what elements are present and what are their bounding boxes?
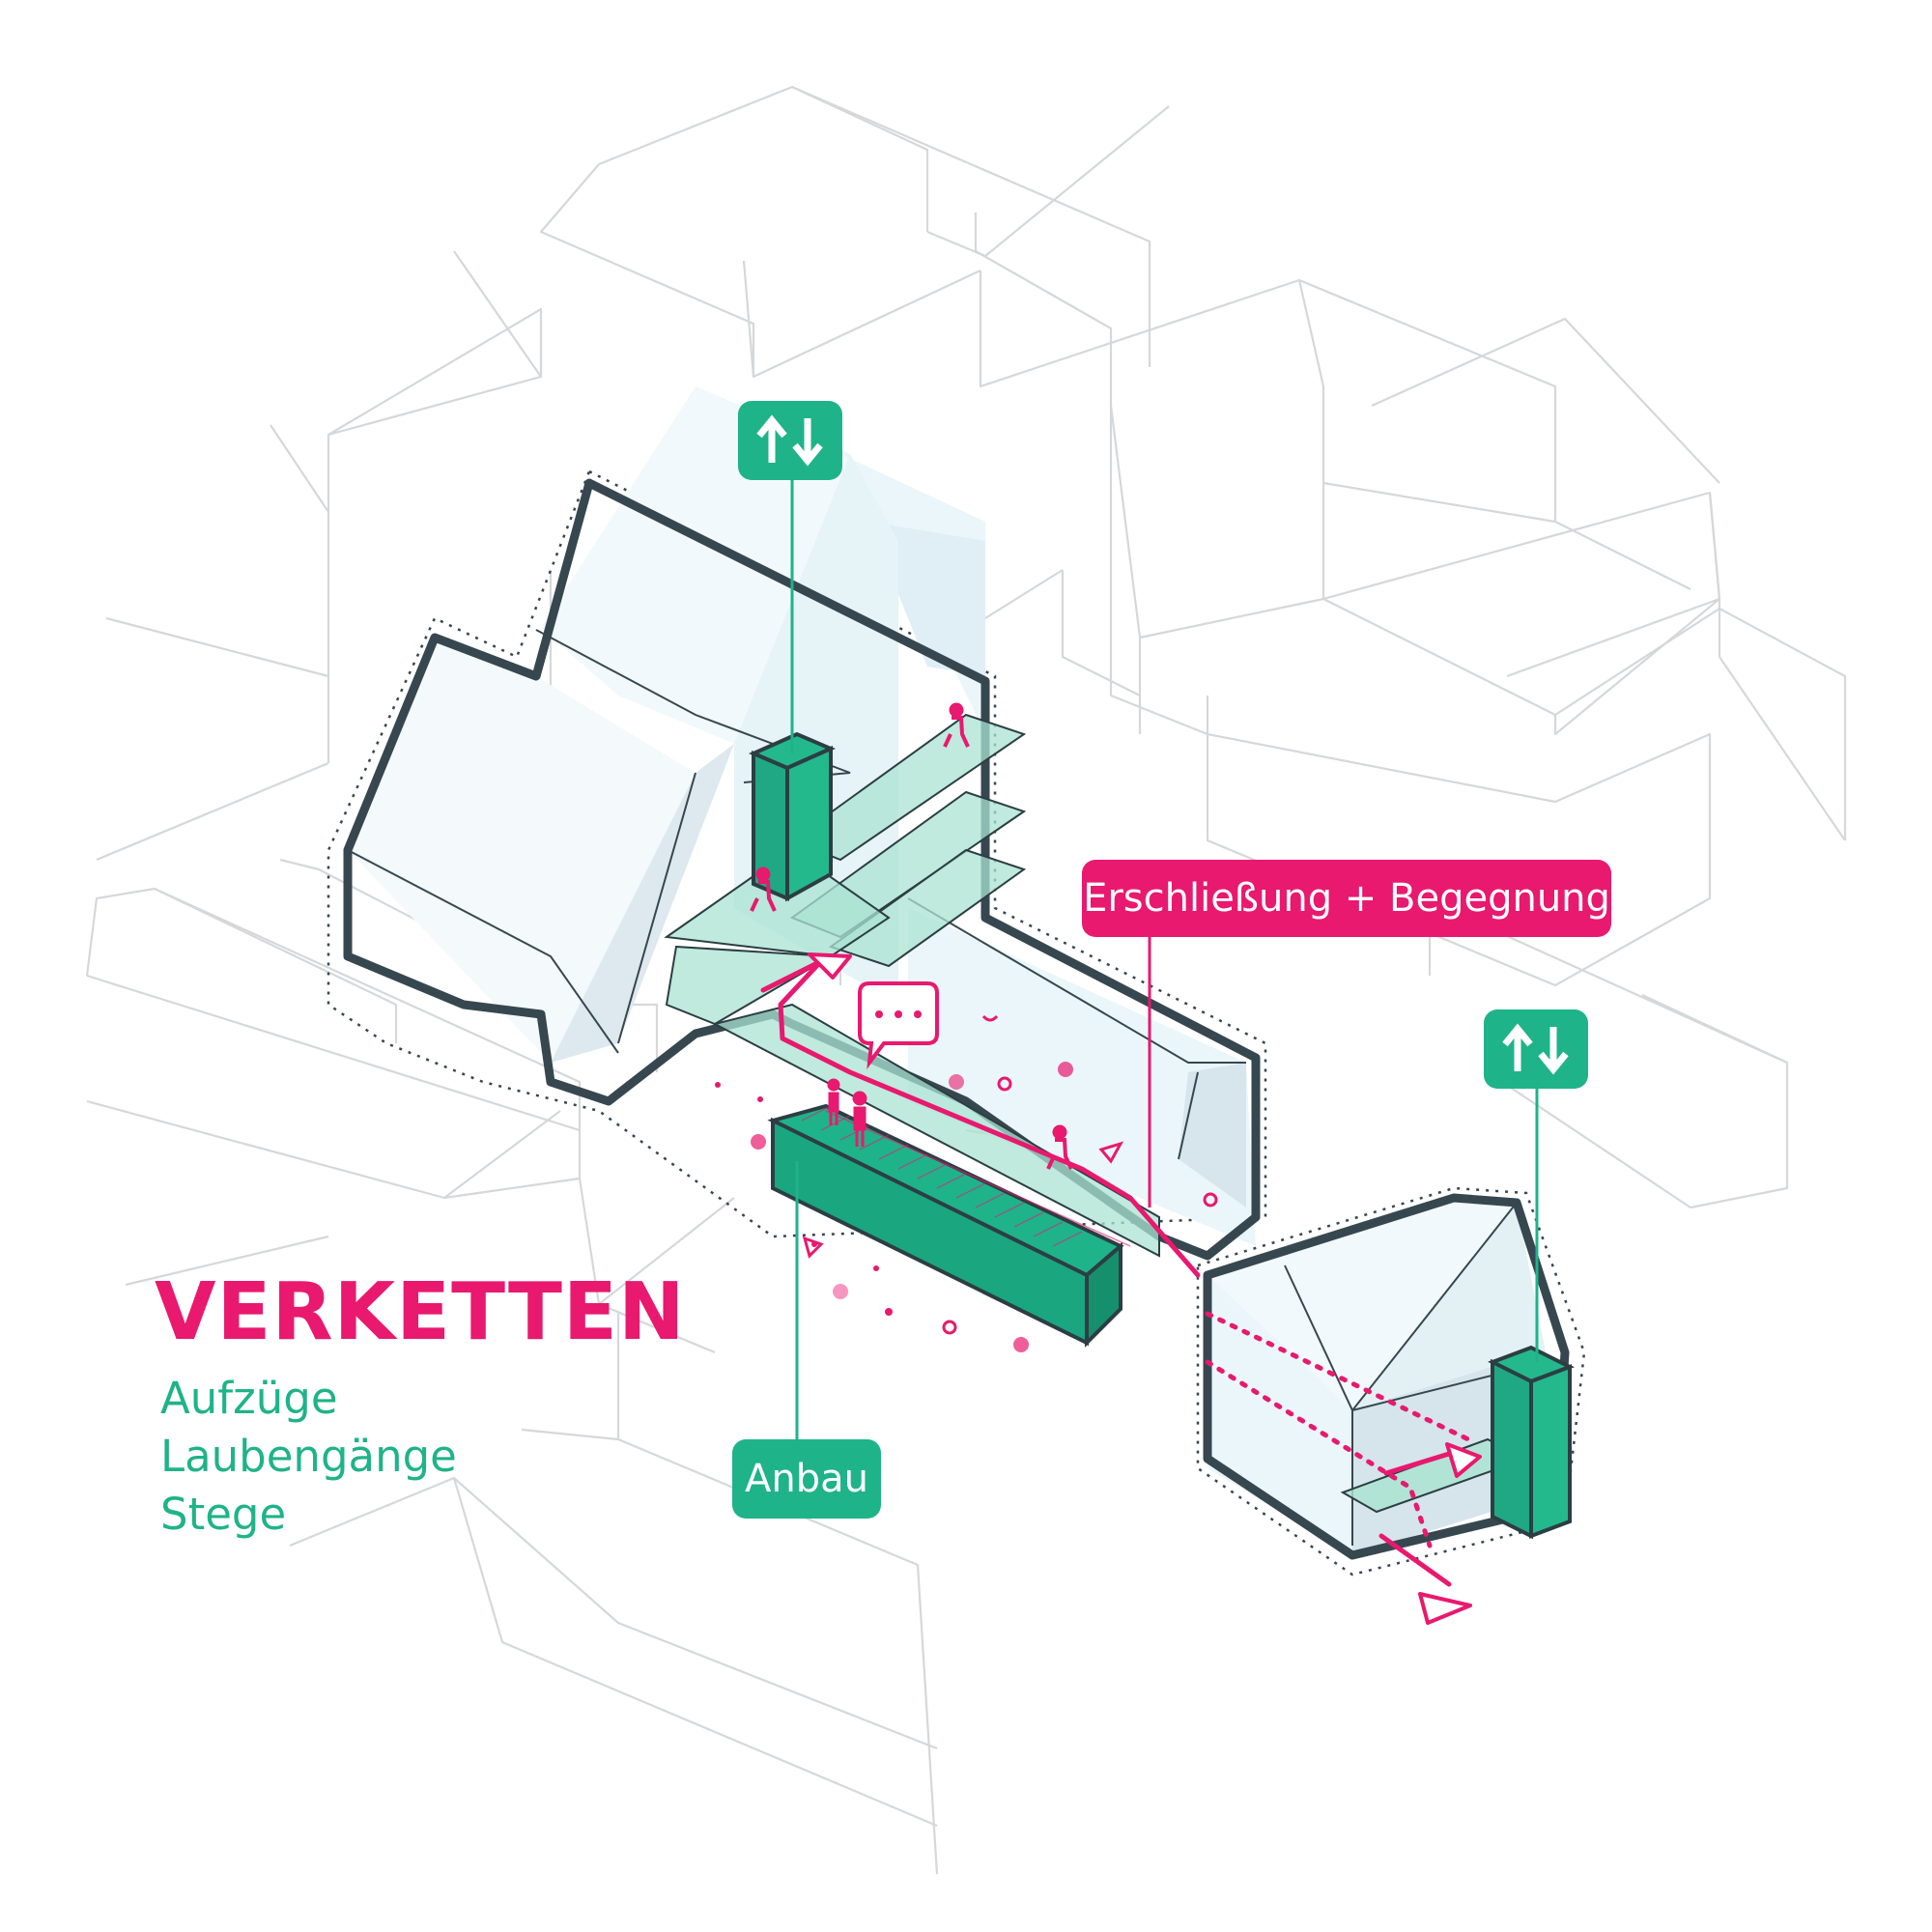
left-building	[343, 386, 1261, 1261]
elevator-up-down-icon	[1484, 1009, 1588, 1089]
subtitle-line-2: Laubengänge	[160, 1431, 457, 1482]
annex-block	[767, 1103, 1131, 1348]
gallery-walkways	[664, 713, 1160, 1258]
annex-hatch	[801, 1105, 1083, 1247]
pedestrian-icon	[750, 702, 1073, 1170]
arrow-head-right-walkway	[1445, 1442, 1482, 1478]
context-buildings	[85, 85, 1847, 1875]
elevator-tower-right	[1488, 1345, 1575, 1540]
page-title: VERKETTEN	[155, 1266, 686, 1358]
arrow-up-down-icon	[756, 414, 823, 467]
label-annex-text: Anbau	[745, 1457, 868, 1501]
subtitle-line-1: Aufzüge	[160, 1373, 338, 1424]
leader-lines	[790, 478, 1539, 1439]
arrow-up-down-icon	[1502, 1023, 1569, 1075]
subtitle-line-3: Stege	[160, 1489, 287, 1540]
label-circulation-text: Erschließung + Begegnung	[1083, 876, 1610, 921]
left-building-boundary	[327, 469, 1267, 1238]
elevator-up-down-icon	[738, 401, 842, 480]
speech-bubble-icon	[858, 981, 939, 1069]
label-circulation: Erschließung + Begegnung	[1082, 860, 1611, 937]
decorative-confetti	[715, 1014, 1218, 1352]
elevator-tower-left	[749, 731, 836, 902]
arrow-head-exit	[1418, 1592, 1472, 1625]
arrow-head-start	[808, 952, 852, 980]
label-annex: Anbau	[732, 1439, 881, 1519]
